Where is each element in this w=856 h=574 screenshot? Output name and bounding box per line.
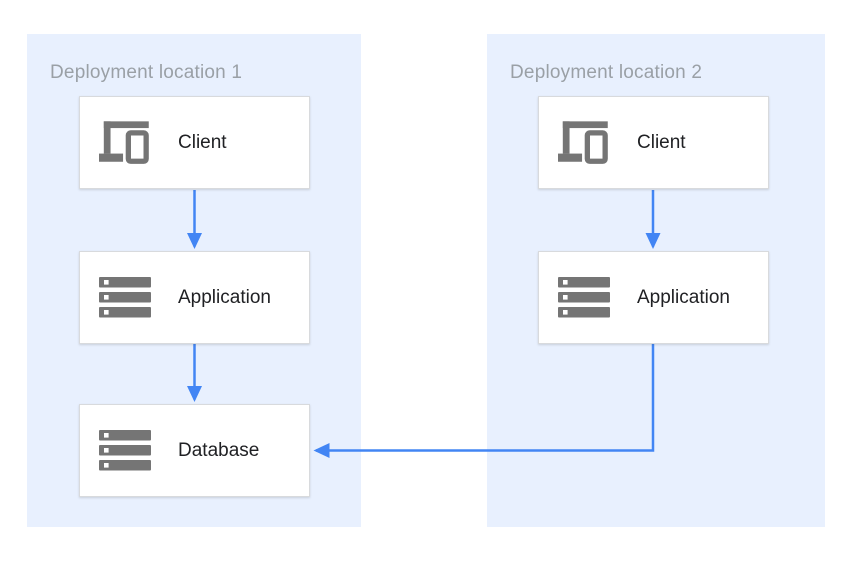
node-label: Database bbox=[178, 439, 260, 461]
zone-label: Deployment location 2 bbox=[510, 62, 703, 83]
client-devices-icon bbox=[557, 120, 610, 165]
client-devices-icon bbox=[98, 120, 151, 165]
node-label: Client bbox=[178, 131, 227, 153]
node-database-1: Database bbox=[79, 404, 310, 497]
zone-label: Deployment location 1 bbox=[50, 62, 243, 83]
server-stack-icon bbox=[98, 277, 151, 318]
node-label: Application bbox=[178, 286, 271, 308]
node-label: Client bbox=[637, 131, 686, 153]
server-stack-icon bbox=[98, 430, 151, 471]
node-client-2: Client bbox=[538, 96, 769, 189]
node-application-1: Application bbox=[79, 251, 310, 344]
node-client-1: Client bbox=[79, 96, 310, 189]
server-stack-icon bbox=[557, 277, 610, 318]
node-application-2: Application bbox=[538, 251, 769, 344]
node-label: Application bbox=[637, 286, 730, 308]
